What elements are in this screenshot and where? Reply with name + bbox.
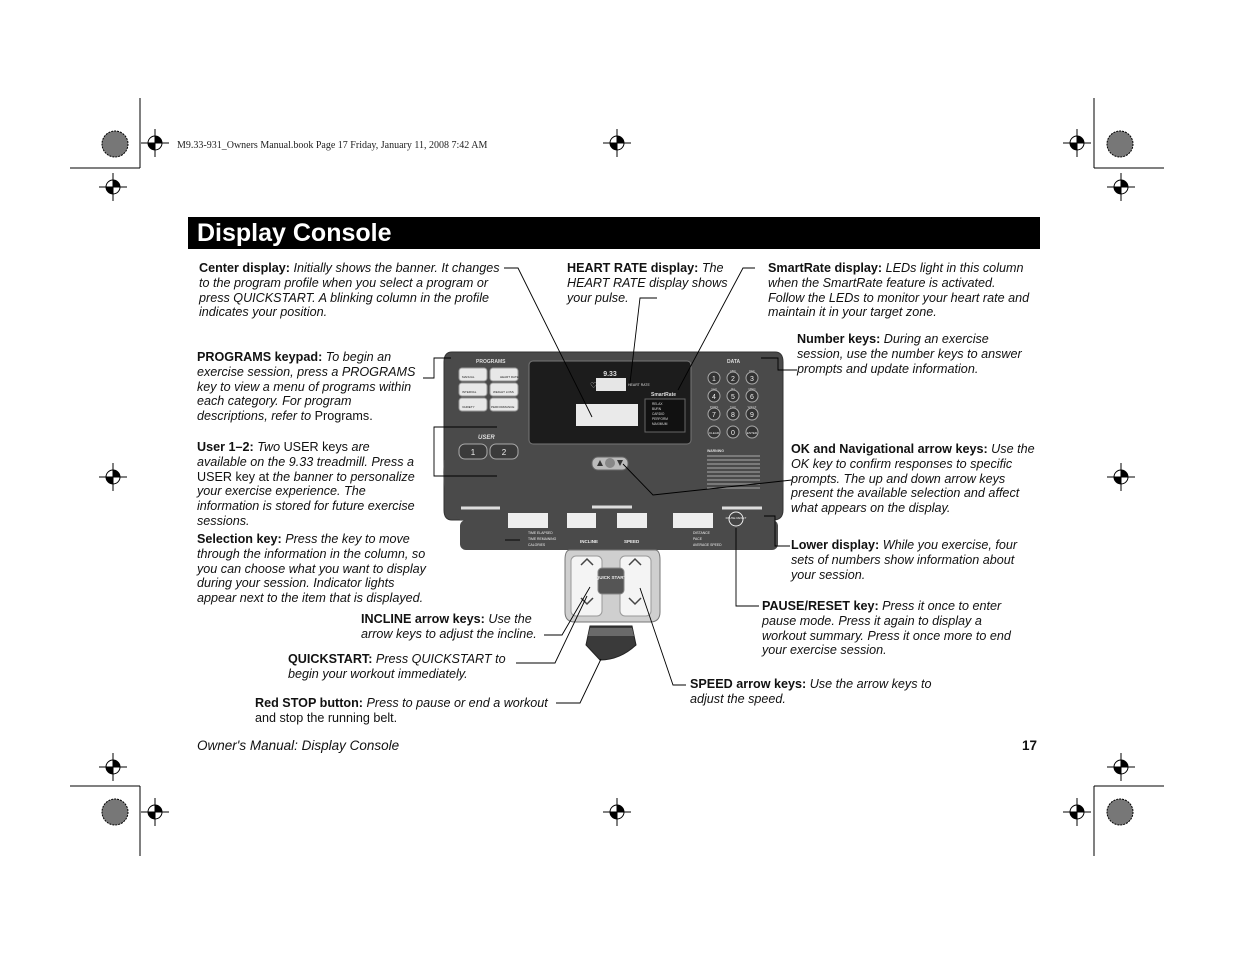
callout-center-display: Center display: Initially shows the bann… (199, 261, 500, 320)
page-title: Display Console (197, 219, 392, 247)
callout-selection-key: Selection key: Press the key to move thr… (197, 532, 426, 606)
svg-text:AVERAGE SPEED: AVERAGE SPEED (693, 543, 722, 547)
svg-text:PAUSE RESET: PAUSE RESET (726, 516, 747, 520)
svg-text:MNO: MNO (749, 387, 757, 391)
svg-text:PQRS: PQRS (710, 405, 719, 409)
callout-programs-keypad: PROGRAMS keypad: To begin an exercise se… (197, 350, 416, 424)
svg-text:BURN: BURN (652, 407, 662, 411)
svg-text:WXYZ: WXYZ (748, 405, 757, 409)
user-label: USER (478, 435, 495, 441)
svg-text:9: 9 (750, 412, 754, 419)
svg-text:TUV: TUV (730, 405, 736, 409)
profile-display-window (576, 404, 638, 426)
smartrate-label: SmartRate (651, 392, 676, 398)
svg-text:INCLINE: INCLINE (580, 539, 598, 544)
svg-text:PACE: PACE (693, 537, 703, 541)
crosshair-marks (99, 129, 1135, 826)
svg-text:4: 4 (712, 394, 716, 401)
svg-text:DEF: DEF (749, 369, 755, 373)
callout-quickstart: QUICKSTART: Press QUICKSTART to begin yo… (288, 652, 506, 681)
svg-text:CARDIO: CARDIO (652, 412, 665, 416)
svg-text:5: 5 (731, 394, 735, 401)
callout-pause-reset: PAUSE/RESET key: Press it once to enter … (762, 599, 1011, 658)
section-title-bar: Display Console (188, 217, 1040, 249)
svg-text:GHI: GHI (711, 387, 717, 391)
svg-text:PERFORM: PERFORM (652, 417, 668, 421)
svg-text:CALORIES: CALORIES (528, 543, 546, 547)
svg-text:QUICK START: QUICK START (596, 575, 627, 580)
svg-text:HEART RATE: HEART RATE (500, 375, 519, 379)
smartrate-zones: RELAX BURN CARDIO PERFORM MAXIMUM (652, 402, 668, 426)
svg-text:VARIETY: VARIETY (462, 405, 475, 409)
svg-text:JKL: JKL (730, 387, 736, 391)
footer-section-title: Owner's Manual: Display Console (197, 738, 400, 753)
svg-text:1: 1 (471, 448, 476, 457)
svg-text:6: 6 (750, 394, 754, 401)
svg-text:CLEAR: CLEAR (709, 431, 720, 435)
svg-text:8: 8 (731, 412, 735, 419)
heart-rate-tag: HEART RATE (628, 383, 650, 387)
callout-user-keys: User 1–2: Two USER keys are available on… (197, 440, 415, 528)
svg-text:DISTANCE: DISTANCE (693, 531, 711, 535)
svg-text:MAXIMUM: MAXIMUM (652, 422, 668, 426)
svg-text:7: 7 (712, 412, 716, 419)
console-brand: 9.33 (603, 371, 617, 378)
svg-text:SPEED: SPEED (624, 539, 640, 544)
svg-text:PERFORMANCE: PERFORMANCE (491, 405, 514, 409)
callout-ok-navigation: OK and Navigational arrow keys: Use the … (791, 442, 1035, 516)
callout-number-keys: Number keys: During an exercise session,… (797, 332, 1022, 376)
svg-text:TIME REMAINING: TIME REMAINING (528, 537, 557, 541)
callout-lower-display: Lower display: While you exercise, four … (791, 538, 1018, 582)
callout-smartrate: SmartRate display: LEDs light in this co… (768, 261, 1030, 320)
svg-text:ABC: ABC (730, 369, 737, 373)
warning-label: WARNING (707, 449, 724, 453)
svg-text:ENTER: ENTER (747, 431, 758, 435)
page-number: 17 (1022, 738, 1038, 753)
callout-incline-keys: INCLINE arrow keys: Use the arrow keys t… (361, 612, 537, 641)
svg-text:1: 1 (712, 376, 716, 383)
starburst-marks (101, 130, 1134, 826)
svg-text:WEIGHT LOSS: WEIGHT LOSS (493, 390, 514, 394)
callout-heart-rate: HEART RATE display: The HEART RATE displ… (567, 261, 728, 305)
svg-text:3: 3 (750, 376, 754, 383)
callout-speed-keys: SPEED arrow keys: Use the arrow keys to … (690, 677, 932, 706)
svg-text:TIME ELAPSED: TIME ELAPSED (528, 531, 553, 535)
svg-text:RELAX: RELAX (652, 402, 663, 406)
svg-text:INTERVAL: INTERVAL (462, 390, 477, 394)
heart-rate-window (596, 378, 626, 391)
svg-text:2: 2 (502, 448, 507, 457)
svg-text:0: 0 (731, 430, 735, 437)
file-header-line: M9.33-931_Owners Manual.book Page 17 Fri… (177, 140, 488, 151)
programs-label: PROGRAMS (476, 359, 506, 365)
heart-icon: ♡ (590, 381, 597, 390)
svg-text:MANUAL: MANUAL (462, 375, 475, 379)
data-label: DATA (727, 359, 741, 365)
callout-stop-button: Red STOP button: Press to pause or end a… (255, 696, 548, 725)
svg-text:2: 2 (731, 376, 735, 383)
